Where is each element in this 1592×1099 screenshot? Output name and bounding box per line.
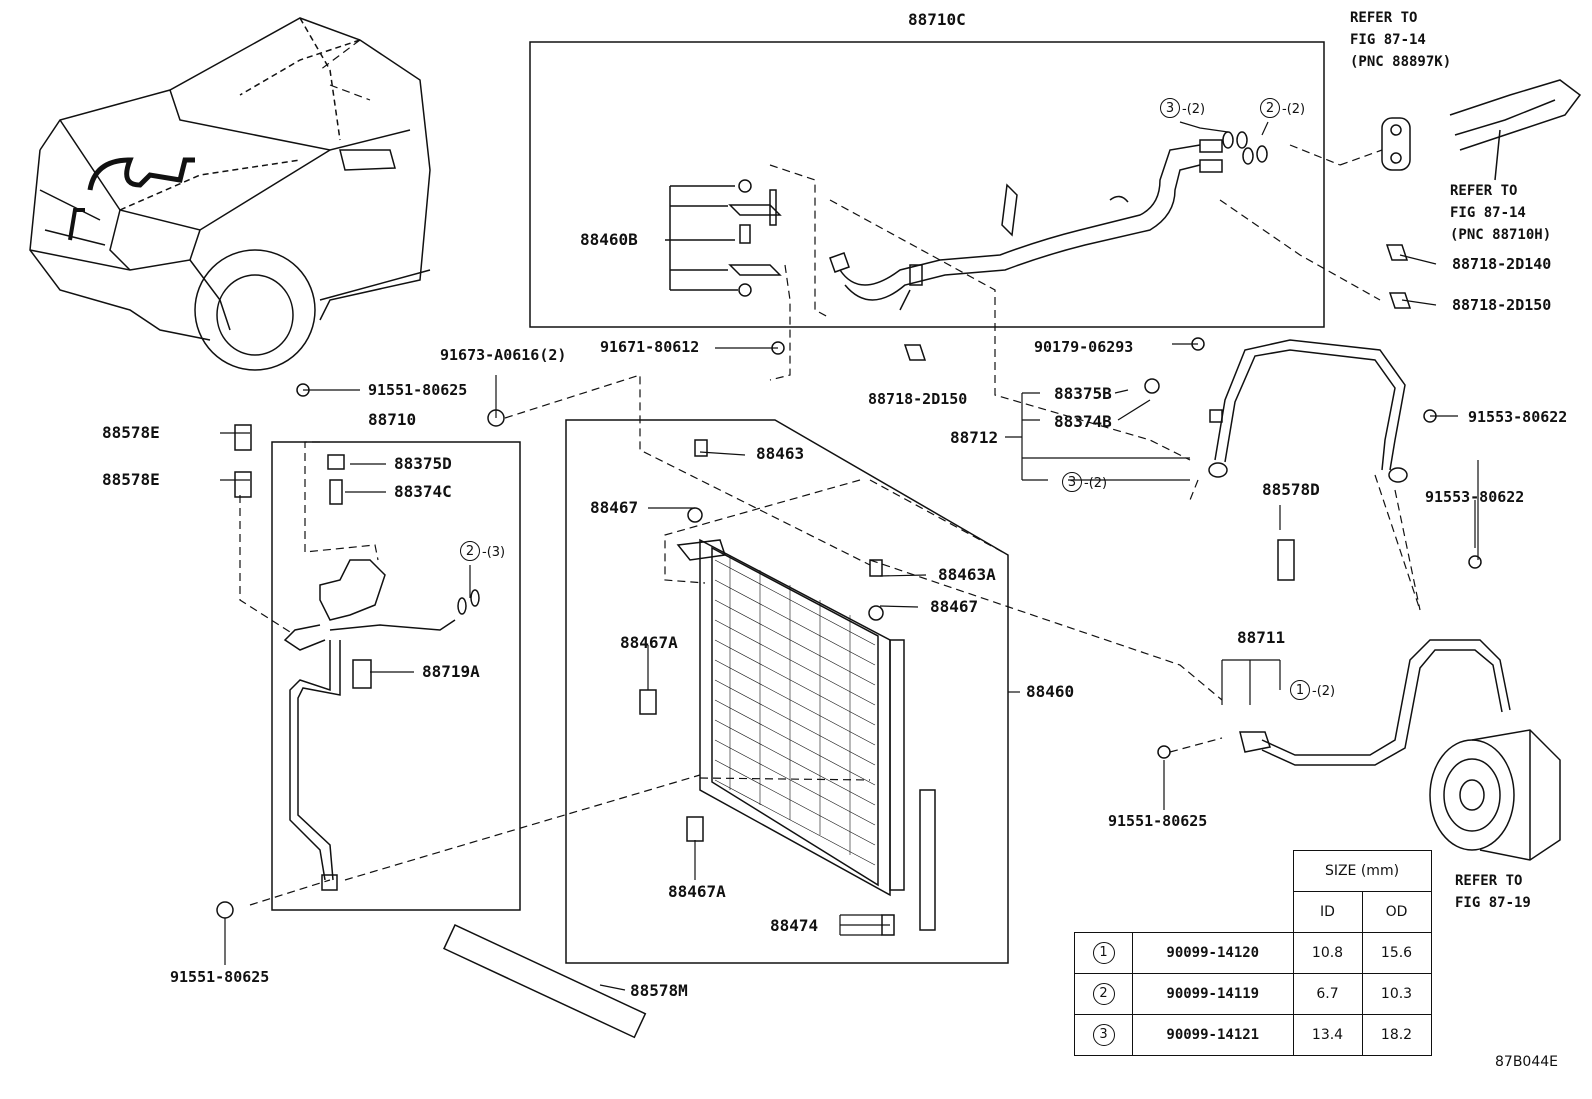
callout-circle-3-mid: 3	[1062, 472, 1082, 492]
size-table-col-od: OD	[1361, 891, 1432, 933]
label-88710: 88710	[368, 410, 417, 429]
size-part-number: 90099-14121	[1132, 1014, 1294, 1056]
label-88374B: 88374B	[1054, 412, 1112, 431]
label-88718-2D140: 88718-2D140	[1452, 255, 1552, 273]
label-91671-80612: 91671-80612	[600, 338, 700, 356]
size-ref-circle: 2	[1092, 983, 1115, 1005]
label-91673-A0616: 91673-A0616(2)	[440, 346, 567, 364]
size-id-value: 13.4	[1292, 1014, 1363, 1056]
assembly-box-88710C	[529, 41, 1325, 328]
refer-note-88897K: REFER TO FIG 87-14 (PNC 88897K)	[1350, 7, 1451, 73]
bracket-88460B	[665, 179, 782, 297]
hose-88712	[1208, 339, 1408, 483]
size-ref-circle: 3	[1092, 1024, 1115, 1046]
size-table-header: SIZE (mm)	[1292, 850, 1432, 892]
label-88718-2D150-mid: 88718-2D150	[868, 390, 968, 408]
label-88463: 88463	[756, 444, 805, 463]
label-88710C: 88710C	[908, 10, 966, 29]
size-od-value: 15.6	[1361, 932, 1432, 974]
size-id-value: 10.8	[1292, 932, 1363, 974]
label-88460B: 88460B	[580, 230, 638, 249]
assembly-box-88460	[565, 419, 1009, 964]
pipe-88710	[283, 454, 480, 891]
size-od-value: 10.3	[1361, 973, 1432, 1015]
size-id-value: 6.7	[1292, 973, 1363, 1015]
callout-qty-1-right: -(2)	[1312, 684, 1336, 699]
hose-88711	[1239, 639, 1511, 766]
o-ring-size-table: SIZE (mm) ID OD 1 90099-14120 10.8 15.6 …	[1074, 850, 1432, 1056]
refer-note-88710H-line2: FIG 87-14	[1450, 205, 1526, 221]
callout-qty-3-top: -(2)	[1182, 102, 1206, 117]
figure-code: 87B044E	[1495, 1054, 1558, 1070]
callout-qty-2-left: -(3)	[482, 545, 506, 560]
label-88578E-a: 88578E	[102, 423, 160, 442]
label-88375D: 88375D	[394, 454, 452, 473]
refer-note-88897K-line3: (PNC 88897K)	[1350, 54, 1452, 70]
size-table-col-id: ID	[1292, 891, 1363, 933]
label-88460: 88460	[1026, 682, 1075, 701]
refer-note-88710H-line3: (PNC 88710H)	[1450, 227, 1552, 243]
refer-note-88897K-line2: FIG 87-14	[1350, 32, 1426, 48]
refer-note-fig-87-19-line1: REFER TO	[1455, 873, 1523, 889]
callout-qty-2-top: -(2)	[1282, 102, 1306, 117]
dashed-guides	[239, 39, 1479, 906]
vehicle-illustration	[29, 17, 431, 371]
hose-88710C	[829, 131, 1268, 311]
label-88467A-a: 88467A	[620, 633, 678, 652]
refer-note-88710H-line1: REFER TO	[1450, 183, 1518, 199]
condenser-88460	[676, 538, 936, 936]
size-od-value: 18.2	[1361, 1014, 1432, 1056]
refer-note-fig-87-19-line2: FIG 87-19	[1455, 895, 1531, 911]
size-table-row: 2 90099-14119 6.7 10.3	[1074, 973, 1432, 1015]
label-91551-80625-right: 91551-80625	[1108, 812, 1208, 830]
label-88467-a: 88467	[590, 498, 639, 517]
assembly-box-88710	[271, 441, 521, 911]
label-88374C: 88374C	[394, 482, 452, 501]
label-88467-b: 88467	[930, 597, 979, 616]
callout-circle-3-top: 3	[1160, 98, 1180, 118]
label-88578M: 88578M	[630, 981, 688, 1000]
top-right-parts	[1381, 79, 1582, 181]
leader-lines	[220, 121, 1476, 991]
label-91553-80622-a: 91553-80622	[1468, 408, 1568, 426]
label-88463A: 88463A	[938, 565, 996, 584]
callout-circle-2-left: 2	[460, 541, 480, 561]
label-88578D: 88578D	[1262, 480, 1320, 499]
label-88578E-b: 88578E	[102, 470, 160, 489]
label-91551-80625-top: 91551-80625	[368, 381, 468, 399]
callout-circle-2-top: 2	[1260, 98, 1280, 118]
callout-circle-1-right: 1	[1290, 680, 1310, 700]
refer-note-88710H: REFER TO FIG 87-14 (PNC 88710H)	[1450, 180, 1551, 246]
label-91551-80625-bottom: 91551-80625	[170, 968, 270, 986]
label-88467A-b: 88467A	[668, 882, 726, 901]
label-88375B: 88375B	[1054, 384, 1112, 403]
label-88718-2D150-right: 88718-2D150	[1452, 296, 1552, 314]
label-88712: 88712	[950, 428, 999, 447]
size-part-number: 90099-14120	[1132, 932, 1294, 974]
size-table-row: 3 90099-14121 13.4 18.2	[1074, 1014, 1432, 1056]
misc-small-parts	[216, 183, 1482, 1039]
label-91553-80622-b: 91553-80622	[1425, 488, 1525, 506]
label-90179-06293: 90179-06293	[1034, 338, 1134, 356]
callout-qty-3-mid: -(2)	[1084, 476, 1108, 491]
refer-note-88897K-line1: REFER TO	[1350, 10, 1418, 26]
label-88719A: 88719A	[422, 662, 480, 681]
size-table-row: 1 90099-14120 10.8 15.6	[1074, 932, 1432, 974]
size-part-number: 90099-14119	[1132, 973, 1294, 1015]
label-88711: 88711	[1237, 628, 1286, 647]
compressor	[1429, 729, 1561, 861]
refer-note-fig-87-19: REFER TO FIG 87-19	[1455, 870, 1531, 914]
label-88474: 88474	[770, 916, 819, 935]
size-ref-circle: 1	[1092, 942, 1115, 964]
